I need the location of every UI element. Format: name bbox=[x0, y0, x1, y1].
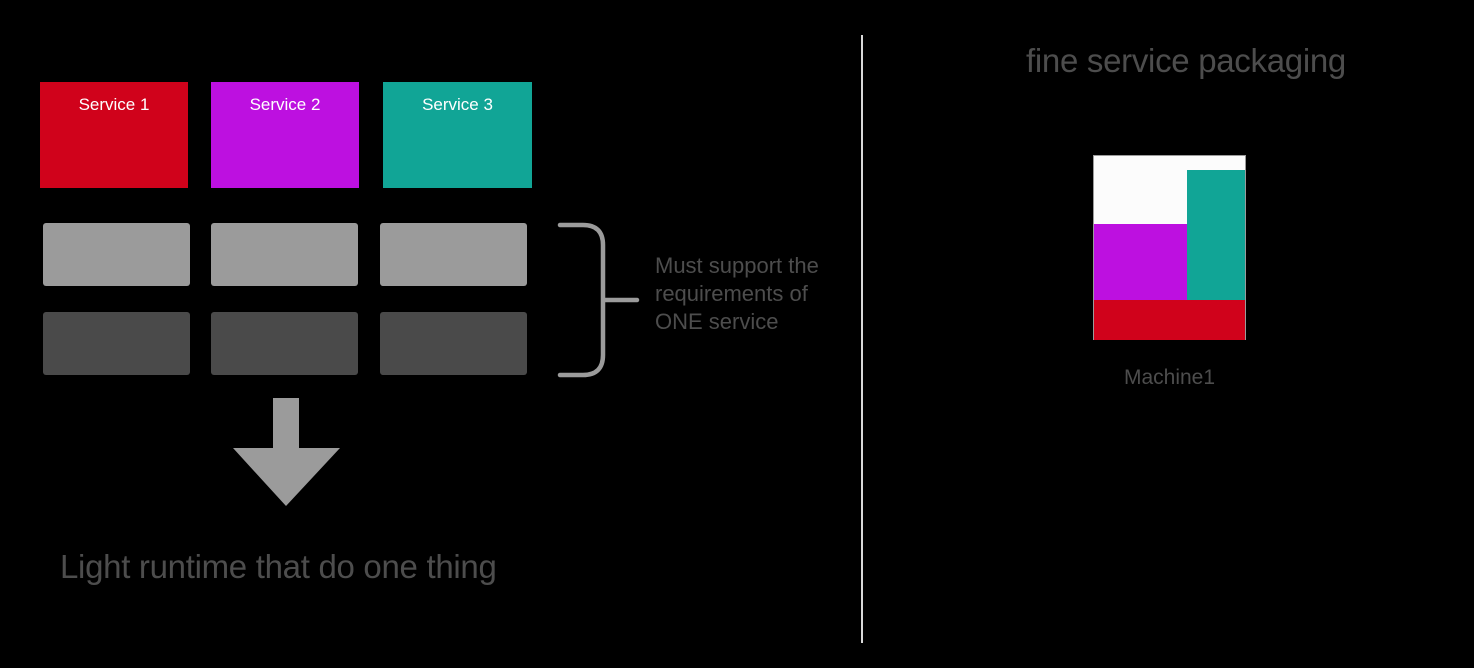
service-1-box: Service 1 bbox=[40, 82, 188, 188]
runtime-light-box bbox=[43, 223, 190, 286]
brace-annotation: Must support the requirements of ONE ser… bbox=[655, 253, 819, 334]
machine-frame bbox=[1093, 155, 1246, 340]
machine-label: Machine1 bbox=[1123, 366, 1216, 389]
arrow-down-icon bbox=[233, 398, 340, 506]
left-caption: Light runtime that do one thing bbox=[60, 548, 497, 585]
brace-path bbox=[557, 222, 640, 378]
service-3-box: Service 3 bbox=[383, 82, 532, 188]
runtime-dark-box bbox=[43, 312, 190, 375]
arrow-down-shape bbox=[233, 398, 340, 506]
service-2-label: Service 2 bbox=[249, 95, 321, 114]
machine-allocation-service-3 bbox=[1187, 170, 1245, 300]
machine-allocation-service-1 bbox=[1094, 300, 1245, 340]
panel-divider bbox=[861, 35, 863, 643]
runtime-dark-box bbox=[211, 312, 358, 375]
service-1-label: Service 1 bbox=[78, 95, 150, 114]
brace-icon bbox=[557, 222, 640, 378]
right-panel-title: fine service packaging bbox=[1026, 42, 1346, 79]
runtime-dark-box bbox=[380, 312, 527, 375]
runtime-light-box bbox=[380, 223, 527, 286]
runtime-light-box bbox=[211, 223, 358, 286]
service-2-box: Service 2 bbox=[211, 82, 359, 188]
service-3-label: Service 3 bbox=[422, 95, 493, 114]
machine-allocation-service-2 bbox=[1094, 224, 1188, 300]
